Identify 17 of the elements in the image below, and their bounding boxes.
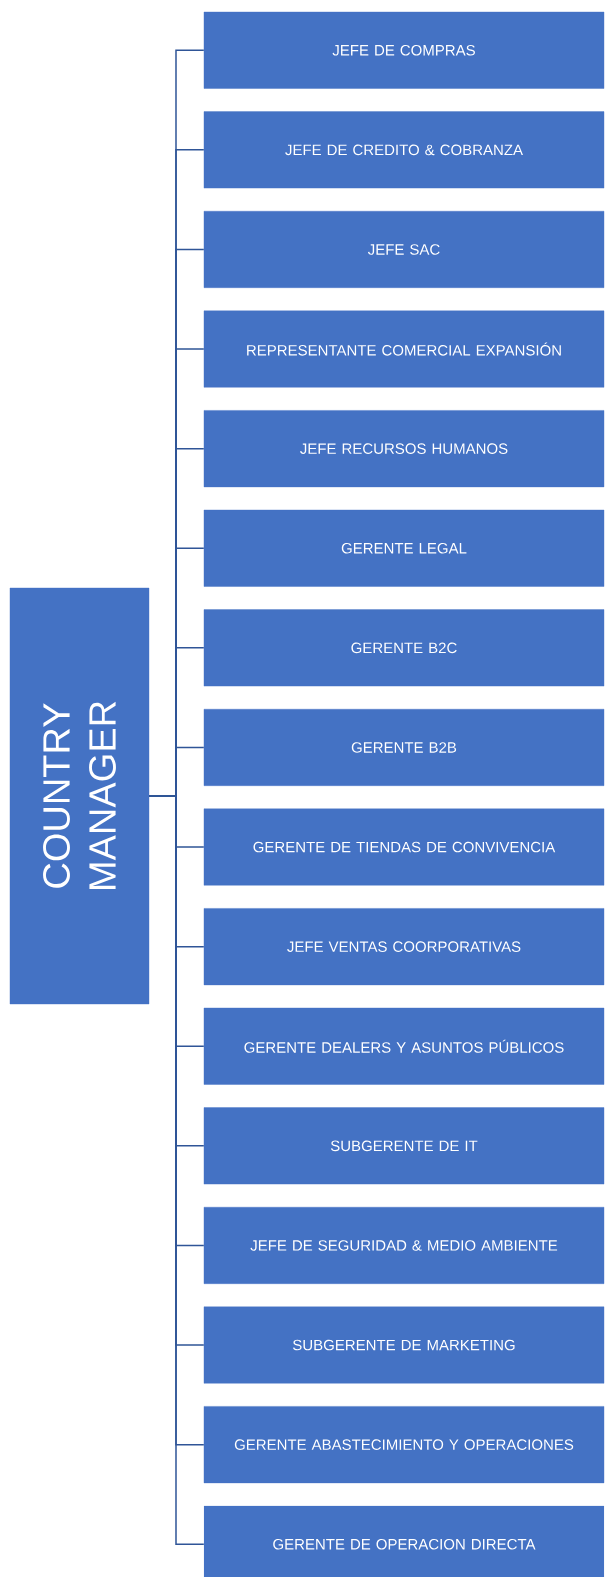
- org-box: JEFE DE COMPRAS: [203, 11, 605, 89]
- org-box: SUBGERENTE DE MARKETING: [203, 1306, 605, 1384]
- org-box: GERENTE DEALERS Y ASUNTOS PÚBLICOS: [203, 1007, 605, 1085]
- org-box: REPRESENTANTE COMERCIAL EXPANSIÓN: [203, 310, 605, 388]
- org-box: GERENTE DE OPERACION DIRECTA: [203, 1505, 605, 1577]
- org-box: JEFE SAC: [203, 211, 605, 288]
- org-box: GERENTE B2C: [203, 609, 605, 687]
- org-box: GERENTE ABASTECIMIENTO Y OPERACIONES: [203, 1406, 605, 1484]
- org-box: GERENTE B2B: [203, 709, 605, 786]
- org-box: GERENTE LEGAL: [203, 509, 605, 587]
- org-box: COUNTRY MANAGER: [9, 587, 150, 1005]
- org-box: GERENTE DE TIENDAS DE CONVIVENCIA: [203, 808, 605, 886]
- org-box: JEFE VENTAS COORPORATIVAS: [203, 908, 605, 986]
- org-box: JEFE DE SEGURIDAD & MEDIO AMBIENTE: [203, 1207, 605, 1284]
- org-box: JEFE DE CREDITO & COBRANZA: [203, 111, 605, 189]
- org-box: SUBGERENTE DE IT: [203, 1107, 605, 1185]
- org-box: JEFE RECURSOS HUMANOS: [203, 410, 605, 488]
